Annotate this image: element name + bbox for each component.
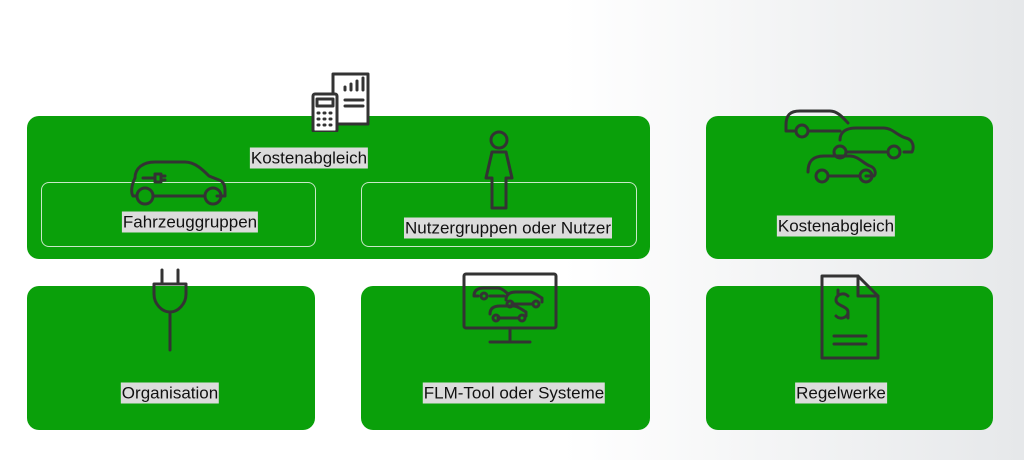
plug-icon (152, 268, 188, 352)
monitor-cars-icon (462, 272, 558, 344)
person-icon (484, 130, 514, 210)
flm-tool-label: FLM-Tool oder Systeme (422, 382, 606, 404)
user-groups-box (361, 182, 637, 247)
organisation-label: Organisation (120, 382, 220, 404)
flm-tool-box (361, 286, 650, 430)
vehicle-groups-box (41, 182, 316, 247)
cost-comparison-label: Kostenabgleich (249, 147, 369, 169)
user-groups-label: Nutzergruppen oder Nutzer (403, 217, 613, 239)
regulation-document-icon (820, 274, 880, 360)
vehicle-groups-label: Fahrzeuggruppen (121, 211, 259, 233)
calculator-report-icon (311, 72, 370, 132)
cost-comparison-right-label: Kostenabgleich (776, 215, 896, 237)
fleet-cars-icon (784, 109, 915, 184)
organisation-box (27, 286, 315, 430)
regulations-label: Regelwerke (795, 382, 887, 404)
electric-car-icon (130, 160, 227, 206)
